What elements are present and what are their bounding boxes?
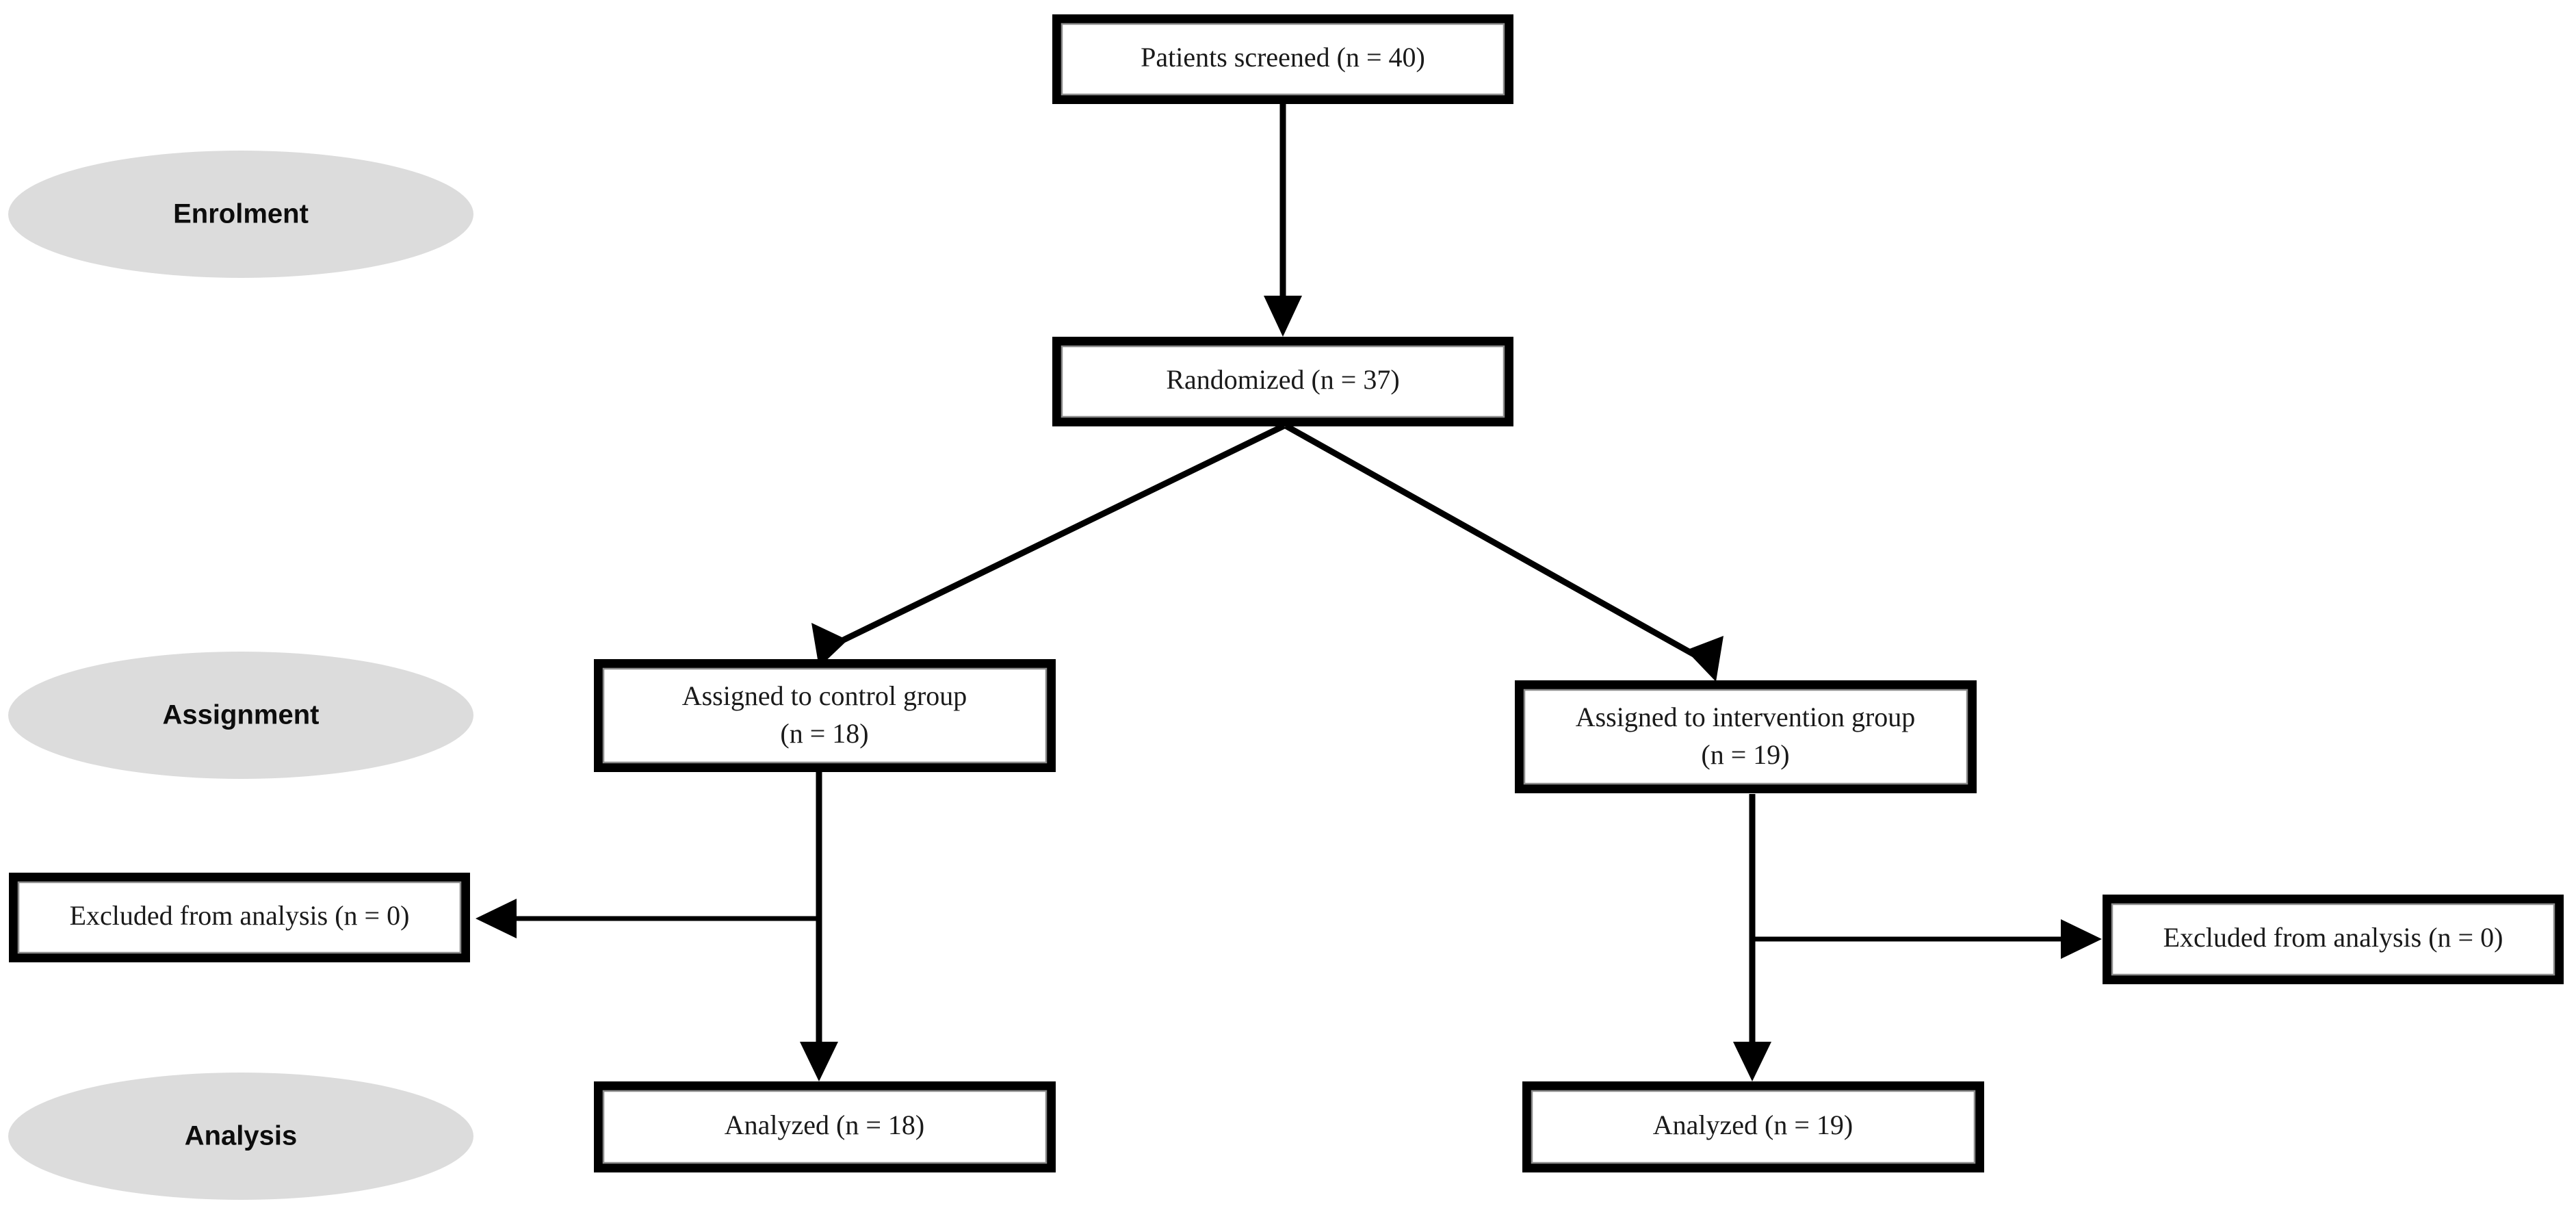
edge-randomized-to-control — [811, 422, 1286, 667]
assigned-intervention-label-line1: Assigned to intervention group — [1576, 702, 1916, 732]
edge-control-to-excluded-left — [476, 899, 819, 938]
stage-enrolment: Enrolment — [8, 151, 473, 278]
analysis-ellipse-shape — [8, 1073, 473, 1200]
node-assigned-intervention: Assigned to intervention group (n = 19) — [1515, 680, 1977, 793]
edge-line — [1284, 423, 1710, 665]
arrow-head-down-left-icon — [811, 623, 848, 667]
randomized-label: Randomized (n = 37) — [1166, 364, 1399, 395]
stage-assignment: Assignment — [8, 652, 473, 779]
arrow-head-left-icon — [476, 899, 517, 938]
node-analyzed-intervention: Analyzed (n = 19) — [1522, 1081, 1984, 1172]
arrow-head-down-icon — [1733, 1042, 1771, 1081]
enrolment-ellipse-shape — [8, 151, 473, 278]
edge-intervention-to-excluded-right — [1752, 919, 2102, 959]
analysis-label: Analysis — [185, 1121, 298, 1151]
excluded-right-box-inner — [2111, 903, 2555, 976]
patients-screened-label: Patients screened (n = 40) — [1141, 42, 1425, 73]
arrow-head-right-icon — [2061, 919, 2102, 959]
node-randomized: Randomized (n = 37) — [1052, 337, 1513, 426]
edge-randomized-to-intervention — [1284, 423, 1723, 682]
node-analyzed-control: Analyzed (n = 18) — [594, 1081, 1056, 1172]
node-excluded-left: Excluded from analysis (n = 0) — [9, 873, 470, 962]
edge-screened-to-randomized — [1264, 104, 1302, 337]
enrolment-label: Enrolment — [173, 199, 309, 229]
node-assigned-control: Assigned to control group (n = 18) — [594, 659, 1056, 772]
assigned-control-label-line2: (n = 18) — [780, 718, 868, 749]
excluded-left-label: Excluded from analysis (n = 0) — [70, 900, 410, 931]
node-patients-screened: Patients screened (n = 40) — [1052, 14, 1513, 104]
analyzed-intervention-box-inner — [1531, 1090, 1976, 1164]
assigned-control-label-line1: Assigned to control group — [682, 680, 967, 711]
edge-control-to-analyzed — [800, 772, 838, 1081]
assigned-control-box-inner — [602, 667, 1048, 764]
randomized-box-inner — [1061, 345, 1505, 418]
arrow-head-down-icon — [1264, 296, 1302, 337]
node-excluded-right: Excluded from analysis (n = 0) — [2103, 895, 2564, 984]
assigned-intervention-box-inner — [1523, 689, 1968, 785]
edge-intervention-to-analyzed — [1733, 794, 1771, 1081]
analyzed-control-label: Analyzed (n = 18) — [725, 1109, 924, 1140]
edge-line — [824, 422, 1286, 652]
analyzed-intervention-label: Analyzed (n = 19) — [1653, 1109, 1853, 1140]
excluded-left-box-inner — [17, 881, 462, 954]
assignment-label: Assignment — [163, 700, 320, 730]
arrow-head-down-right-icon — [1686, 636, 1723, 682]
stage-analysis: Analysis — [8, 1073, 473, 1200]
arrow-head-down-icon — [800, 1042, 838, 1081]
excluded-right-label: Excluded from analysis (n = 0) — [2163, 922, 2503, 953]
patients-screened-box-inner — [1061, 23, 1505, 96]
assigned-intervention-label-line2: (n = 19) — [1701, 739, 1789, 770]
analyzed-control-box-inner — [602, 1090, 1048, 1164]
assignment-ellipse-shape — [8, 652, 473, 779]
